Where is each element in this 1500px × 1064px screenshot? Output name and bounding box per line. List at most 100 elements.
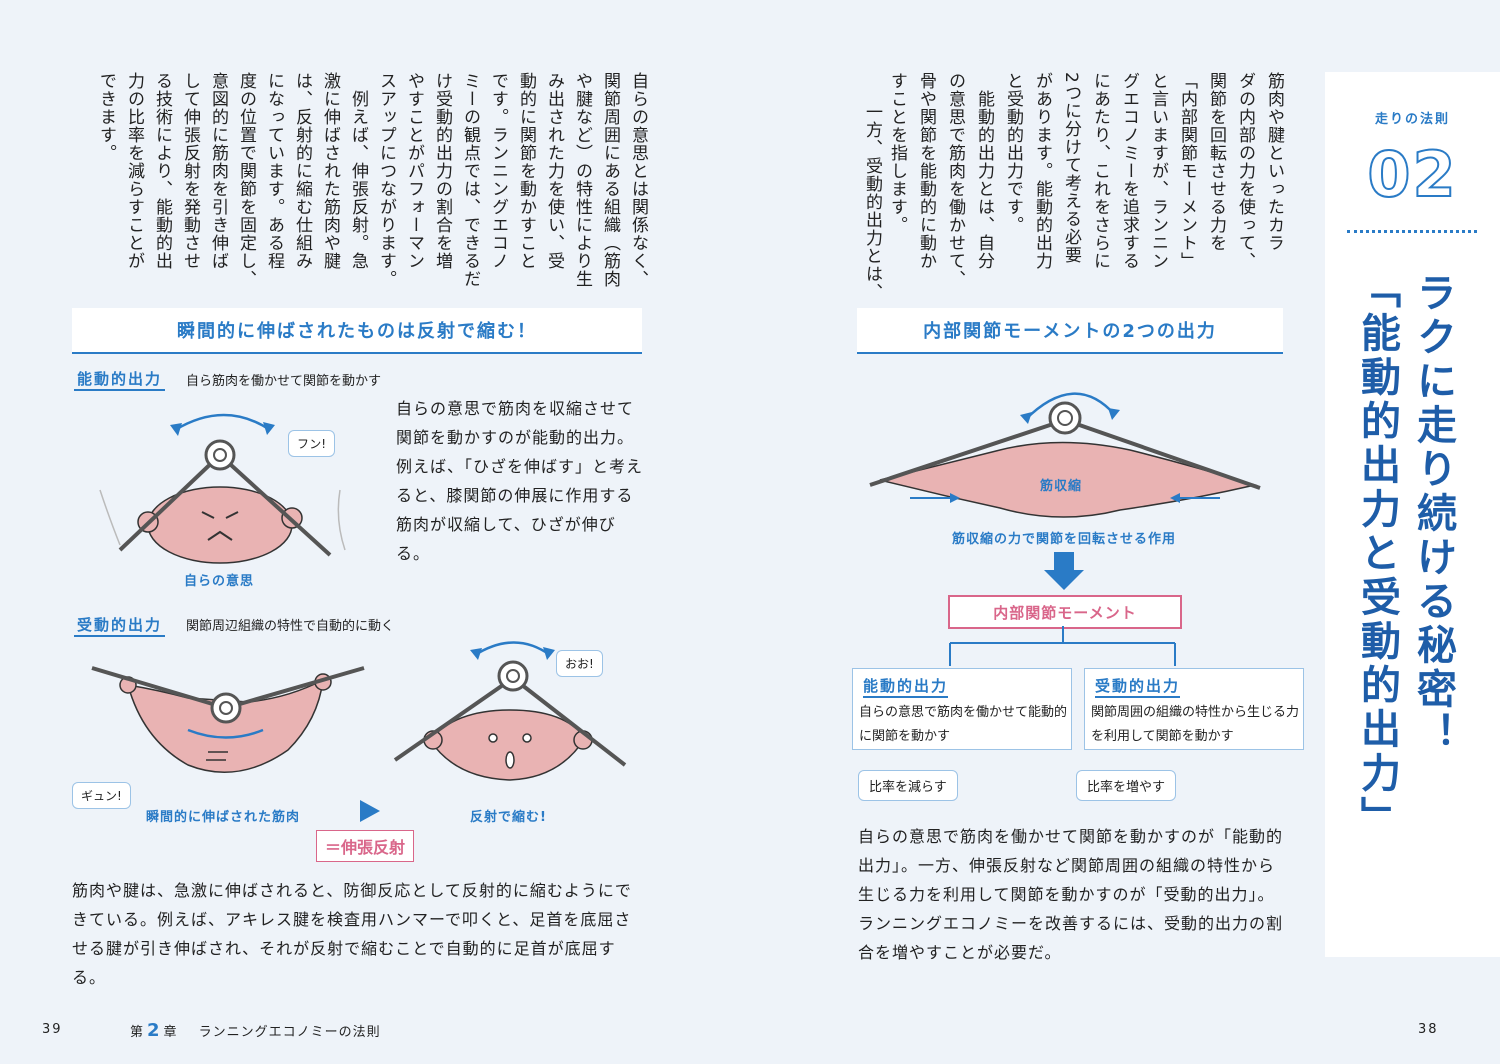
text-column: スアップにつながります。 [376,72,396,288]
text-column: は、反射的に縮む仕組み [292,72,312,270]
rotation-arrow [1024,392,1116,421]
text-column: すことを指します。 [887,72,907,234]
text-column: 激に伸ばされた筋肉や腱 [320,72,340,270]
text-column: 2つに分けて考える必要 [1061,72,1081,264]
text-column: があります。能動的出力 [1032,72,1052,270]
text-column: 筋肉や腱といったカラ [1264,72,1284,252]
tree-connector [949,626,1176,666]
text-column: 関節を回転させる力を [1206,72,1226,252]
text-column: 能動的出力とは、自分 [974,72,994,270]
right-diagram-caption: 筋収縮の力で関節を回転させる作用 [951,532,1176,547]
sidebar-number: 02 [1366,137,1458,212]
active-illustration [99,413,346,564]
text-column: グエコノミーを追求する [1119,72,1139,270]
chapter-number: 2 [147,1020,160,1041]
text-column: 骨や関節を能動的に動か [916,72,936,270]
mouth [207,530,233,541]
text-column: ミーの観点では、できるだ [460,72,480,288]
next-arrow-icon [360,800,380,822]
text-column: の意思で筋肉を働かせて、 [945,72,965,288]
joint-circle [210,692,242,724]
bone-left [91,666,227,710]
bone-left [393,676,515,762]
text-column: になっています。ある程 [264,72,284,270]
active-tag-desc: 自ら筋肉を働かせて関節を動かす [186,374,382,389]
right-summary: 自らの意思で筋肉を働かせて関節を動かすのが「能動的出力」。一方、伸張反射など関節… [858,827,1284,962]
right-body-text: 一方、受動的出力とは、 [856,72,920,301]
text-column: み出された力を使い、受 [544,72,564,270]
article-title-line2: 「能動的出力と受動的出力」 [1354,268,1400,840]
text-column: や腱など）の特性により生 [572,72,592,288]
sidebar-category: 走りの法則 [1374,112,1450,127]
stretch-reflex-label: ＝伸張反射 [316,830,415,862]
bubble-oo: おお! [556,650,603,677]
increase-ratio-bubble: 比率を増やす [1076,770,1177,801]
push-arrow-right-head [1170,493,1180,503]
bone-left [869,418,1066,487]
text-column: る技術により、能動的出 [152,72,172,270]
stretched-label: 瞬間的に伸ばされた筋肉 [146,810,301,825]
rotation-arrow [187,728,264,739]
bone-right [511,676,627,767]
text-column: できます。 [96,72,116,162]
joint-inner [1057,410,1073,426]
text-column: 「内部関節モーメント」 [1177,72,1197,270]
text-column: 例えば、伸張反射。急 [348,72,368,270]
text-column: 関節周囲にある組織（筋肉 [600,72,620,288]
active-output-box: 能動的出力 自らの意思で筋肉を働かせて能動的に関節を動かす [852,668,1072,750]
muscle-label: 筋収縮 [1040,479,1083,494]
chapter-prefix: 第 [130,1025,144,1040]
text-column: して伸張反射を発動させ [180,72,200,270]
joint-moment-illustration [869,392,1261,518]
arrow-head [263,422,275,435]
arrow-head-left [1020,412,1032,424]
joint-circle [204,439,236,471]
reflex-illustration [393,641,627,781]
rotation-arrow [474,641,551,657]
left-diagram-header: 瞬間的に伸ばされたものは反射で縮む！ [72,308,642,354]
joint-inner [213,448,227,462]
push-arrow-left-head [950,493,960,503]
left-summary: 筋肉や腱は、急激に伸ばされると、防御反応として反射的に縮むようにできている。例え… [72,881,632,987]
active-output-desc: 自らの意思で筋肉を働かせて能動的に関節を動かす [859,705,1068,744]
col: 一方、受動的出力とは、 [862,84,882,301]
arrow-head-right [1108,408,1120,420]
active-paragraph: 自らの意思で筋肉を収縮させて関節を動かすのが能動的出力。例えば、「ひざを伸ばす」… [396,399,644,563]
reflex-label: 反射で縮む! [470,810,547,825]
text-column: ダの内部の力を使って、 [1235,72,1255,270]
text-column: と言いますが、ランニン [1148,72,1168,270]
joint-circle [1048,401,1082,435]
text-column: です。ランニングエコノ [488,72,508,270]
passive-output-title: 受動的出力 [1095,675,1181,698]
page-number-right: 38 [1418,1022,1439,1037]
text-column: 意図的に筋肉を引き伸ば [208,72,228,270]
text-column: 自らの意思とは関係なく、 [628,72,648,288]
active-tag: 能動的出力 [74,368,166,391]
chapter-title: ランニングエコノミーの法則 [198,1025,381,1040]
down-arrow-icon [1044,552,1084,590]
page-number-left: 39 [42,1022,63,1037]
passive-output-box: 受動的出力 関節周囲の組織の特性から生じる力を利用して関節を動かす [1084,668,1304,750]
text-column: 動的に関節を動かすこと [516,72,536,270]
text-column: 力の比率を減らすことが [124,72,144,270]
chapter-footer: 第 2 章 ランニングエコノミーの法則 [130,1020,381,1041]
surprised-mouth [505,751,515,769]
text-column: 度の位置で関節を固定し、 [236,72,256,288]
right-diagram-header: 内部関節モーメントの2つの出力 [857,308,1283,354]
bone-right [218,453,332,557]
chapter-sidebar: 走りの法則 02 [1325,72,1500,957]
passive-tag: 受動的出力 [74,614,166,637]
stretched-illustration [91,666,365,774]
moment-box: 内部関節モーメント [948,595,1182,629]
bone-left [118,453,222,552]
passive-output-desc: 関節周囲の組織の特性から生じる力を利用して関節を動かす [1091,705,1300,744]
text-column: け受動的出力の割合を増 [432,72,452,270]
text-column: と受動的出力です。 [1003,72,1023,234]
text-column: にあたり、これをさらに [1090,72,1110,270]
will-label: 自らの意思 [184,574,255,589]
bubble-hun: フン! [288,430,336,457]
active-output-title: 能動的出力 [863,675,949,698]
rotation-arrow [174,413,271,432]
sidebar-divider [1347,230,1477,233]
bone-right [1064,418,1261,490]
